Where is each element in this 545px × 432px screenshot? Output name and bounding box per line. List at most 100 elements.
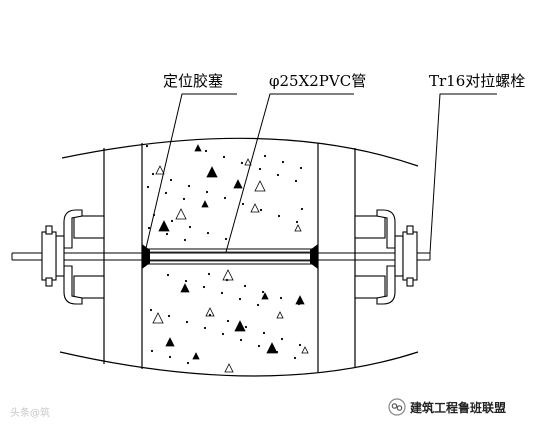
aggregate-dot (204, 149, 208, 153)
leader-lines (145, 93, 497, 254)
aggregate-dot (202, 285, 206, 289)
aggregate-dot (207, 272, 211, 276)
aggregate-dot (222, 155, 226, 159)
label-pvc-pipe: φ25X2PVC管 (269, 72, 366, 90)
aggregate-dot (170, 219, 174, 223)
aggregate-mark (206, 166, 218, 178)
aggregate-mark (224, 363, 234, 373)
aggregate-dot (182, 197, 186, 201)
aggregate-dot (147, 226, 151, 230)
aggregate-dot (297, 302, 301, 306)
aggregate-mark (180, 283, 190, 293)
aggregate-dot (244, 325, 248, 329)
aggregate-mark (152, 312, 164, 324)
aggregate-dot (261, 290, 265, 294)
aggregate-dot (243, 284, 247, 288)
aggregate-dot (279, 296, 283, 300)
leader-bolt (429, 93, 497, 254)
aggregate-dot (225, 278, 229, 282)
aggregate-dot (238, 297, 242, 301)
brand-badge: 建筑工程鲁班联盟 (388, 398, 506, 416)
aggregate-mark (175, 208, 187, 220)
pvc-pipe (141, 248, 319, 265)
aggregate-dot (293, 356, 297, 360)
aggregate-dot (188, 225, 192, 229)
aggregate-dot (256, 303, 260, 307)
aggregate-mark (165, 337, 175, 347)
aggregate-dot (183, 238, 187, 242)
aggregate-dot (208, 313, 212, 317)
aggregate-mark (234, 320, 246, 332)
aggregate-mark (158, 220, 170, 232)
aggregate-dot (145, 144, 149, 148)
aggregate-dot (184, 279, 188, 283)
aggregate-dot (226, 319, 230, 323)
aggregate-dot (220, 291, 224, 295)
aggregate-dot (187, 184, 191, 188)
brand-name: 建筑工程鲁班联盟 (410, 400, 507, 415)
aggregate-dot (146, 185, 150, 189)
aggregate-dot (299, 166, 303, 170)
aggregate-mark (295, 295, 305, 305)
aggregate-mark (222, 269, 234, 281)
aggregate-dot (300, 207, 304, 211)
aggregate-mark (261, 292, 269, 300)
aggregate-dot (241, 202, 245, 206)
leader-pipe (225, 93, 354, 253)
aggregate-mark (233, 179, 243, 189)
aggregate-dot (259, 208, 263, 212)
tie-bolt (11, 252, 431, 261)
leader-plug (145, 93, 237, 249)
aggregate-dot (205, 190, 209, 194)
aggregate-dot (240, 161, 244, 165)
aggregate-mark (155, 165, 165, 175)
aggregate-dot (277, 214, 281, 218)
aggregate-dot (276, 173, 280, 177)
aggregate-dot (295, 220, 299, 224)
aggregate-dot (164, 191, 168, 195)
aggregate-dot (280, 337, 284, 341)
aggregate-dot (151, 172, 155, 176)
concrete-fill (145, 144, 309, 373)
aggregate-dot (263, 154, 267, 158)
aggregate-dot (262, 331, 266, 335)
aggregate-mark (192, 352, 200, 360)
aggregate-dot (169, 178, 173, 182)
wechat-public-account-icon (388, 398, 406, 416)
positioning-plug-right (310, 244, 318, 269)
watermark: 头条@筑 (10, 408, 50, 419)
aggregate-mark (301, 346, 309, 354)
aggregate-dot (294, 179, 298, 183)
bottom-boundary-curve (59, 351, 419, 377)
aggregate-dot (275, 350, 279, 354)
aggregate-dot (223, 196, 227, 200)
left-clamp-assembly (41, 209, 105, 305)
label-positioning-plug: 定位胶塞 (163, 72, 223, 90)
aggregate-dot (281, 160, 285, 164)
positioning-plug-left (142, 244, 150, 269)
aggregate-dot (186, 361, 190, 365)
aggregate-dot (166, 273, 170, 277)
aggregate-dot (149, 308, 153, 312)
aggregate-dot (224, 237, 228, 241)
aggregate-dot (257, 344, 261, 348)
aggregate-mark (201, 200, 209, 208)
right-clamp-assembly (354, 209, 418, 305)
aggregate-dot (165, 232, 169, 236)
aggregate-dot (221, 332, 225, 336)
aggregate-dot (206, 231, 210, 235)
aggregate-mark (266, 342, 278, 354)
aggregate-mark (294, 224, 302, 232)
aggregate-dot (258, 167, 262, 171)
aggregate-dot (168, 355, 172, 359)
aggregate-dot (203, 326, 207, 330)
aggregate-dot (185, 320, 189, 324)
top-boundary-curve (61, 137, 419, 167)
aggregate-dot (150, 349, 154, 353)
aggregate-dot (239, 338, 243, 342)
aggregate-mark (254, 180, 266, 192)
aggregate-mark (244, 158, 252, 166)
aggregate-mark (250, 203, 260, 213)
